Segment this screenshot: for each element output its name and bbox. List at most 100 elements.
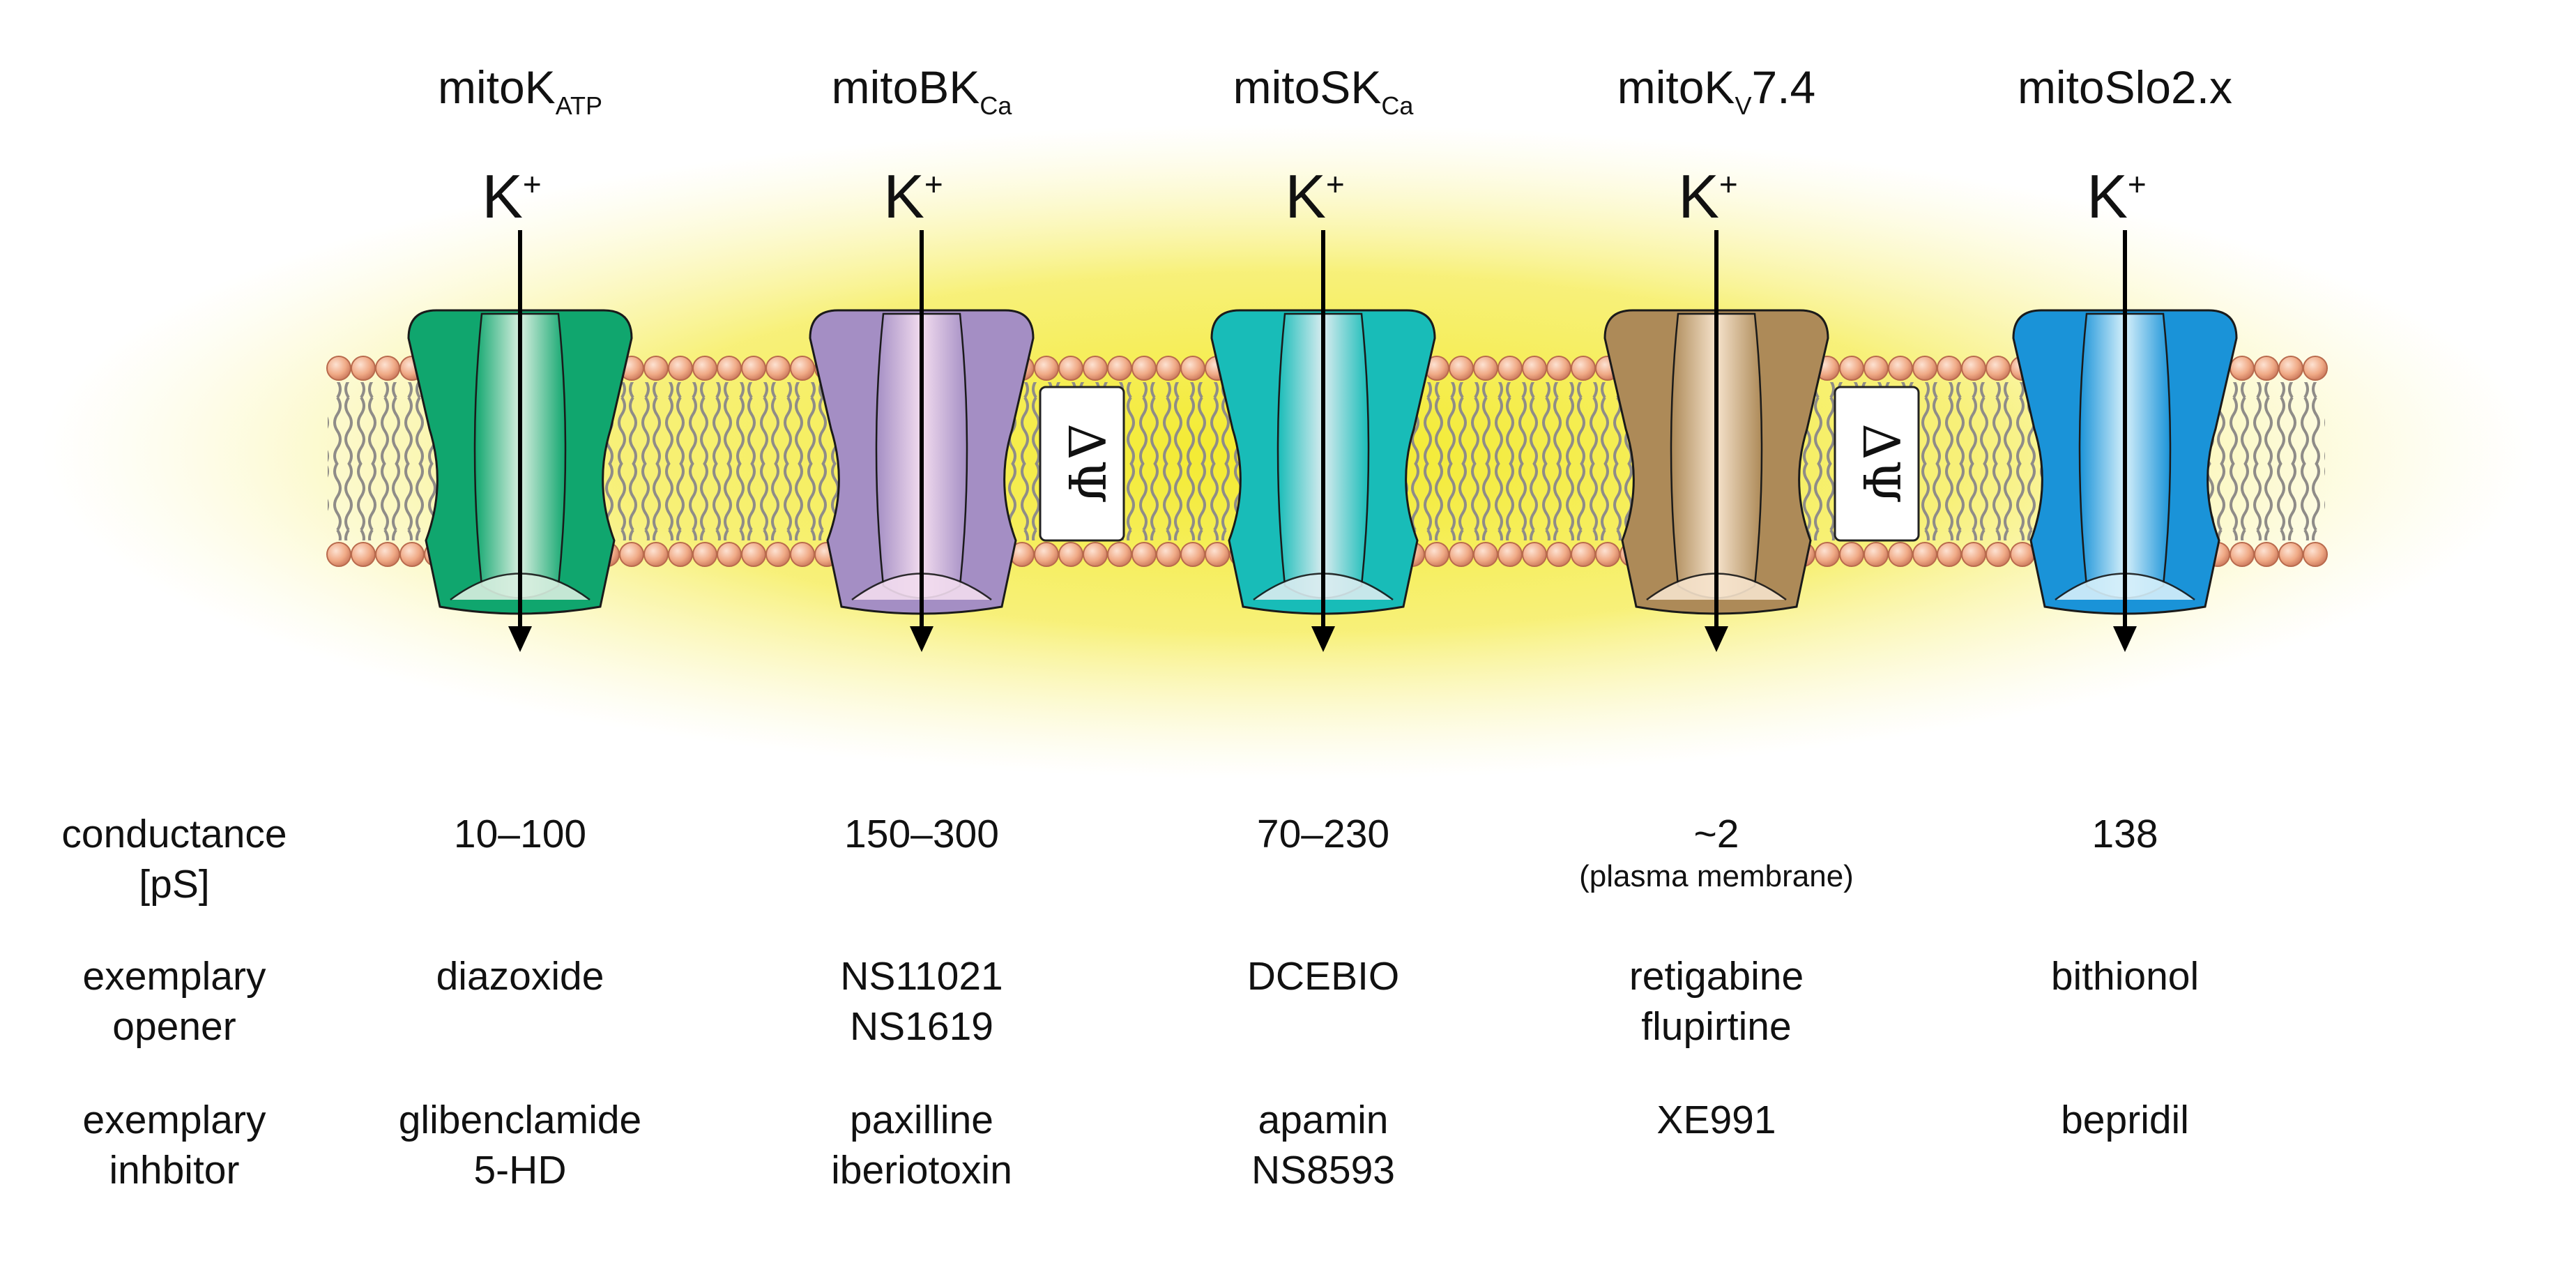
ion-label: K+ (482, 162, 542, 231)
lipid-head (1937, 356, 1962, 381)
table-cell: bithionol (2050, 954, 2200, 999)
ion-symbol: K (2087, 162, 2128, 231)
channels-group: K+mitoKATPK+mitoBKCaΔΨK+mitoSKCaK+mitoKV… (407, 61, 2238, 652)
lipid-head (1107, 356, 1132, 381)
lipid-head (2303, 542, 2328, 567)
lipid-head (1522, 356, 1547, 381)
lipid-head (1205, 542, 1230, 567)
lipid-head (1034, 356, 1059, 381)
ion-label: K+ (2087, 162, 2147, 231)
lipid-head (1864, 356, 1889, 381)
table-cell: 70–230 (1256, 812, 1390, 856)
table-cell: DCEBIO (1247, 954, 1400, 999)
lipid-head (1034, 542, 1059, 567)
membrane-potential-symbol: ΔΨ (1057, 423, 1115, 503)
ion-symbol: K (1678, 162, 1719, 231)
table-cell: diazoxide (436, 954, 604, 999)
lipid-head (326, 542, 351, 567)
ion-charge: + (1326, 166, 1345, 202)
lipid-head (765, 356, 791, 381)
lipid-head (1571, 356, 1596, 381)
lipid-head (1449, 356, 1474, 381)
lipid-head (741, 356, 766, 381)
channel-name: mitoKV7.4 (1617, 61, 1815, 120)
lipid-head (351, 356, 376, 381)
lipid-head (1058, 356, 1083, 381)
lipid-head (2278, 356, 2303, 381)
lipid-head (1497, 542, 1523, 567)
channel-3: K+mitoSKCa (1210, 61, 1436, 652)
lipid-head (2303, 356, 2328, 381)
membrane-potential-box (1834, 386, 1920, 542)
table-cell: 150–300 (844, 812, 999, 856)
lipid-head (1180, 356, 1205, 381)
ion-charge: + (2128, 166, 2147, 202)
lipid-head (692, 356, 717, 381)
row-label: conductance[pS] (61, 812, 287, 907)
channel-name: mitoBKCa (832, 61, 1013, 120)
ion-symbol: K (883, 162, 924, 231)
table-cell: XE991 (1656, 1098, 1776, 1142)
lipid-head (375, 542, 400, 567)
lipid-head (1912, 356, 1937, 381)
lipid-head (717, 356, 742, 381)
lipid-head (1424, 542, 1449, 567)
lipid-head (1522, 542, 1547, 567)
lipid-head (1571, 542, 1596, 567)
channel-1: K+ mitoKATP (407, 61, 633, 652)
arrow-head (1311, 626, 1335, 652)
membrane-potential-box (1039, 386, 1125, 542)
lipid-head (2254, 542, 2279, 567)
arrow-head (508, 626, 532, 652)
ion-symbol: K (482, 162, 523, 231)
lipid-head (1180, 542, 1205, 567)
lipid-head (1839, 356, 1864, 381)
lipid-head (790, 542, 815, 567)
lipid-head (1497, 356, 1523, 381)
arrow-head (2113, 626, 2137, 652)
lipid-head (692, 542, 717, 567)
channel-5: K+mitoSlo2.x (2012, 61, 2238, 652)
lipid-head (1961, 356, 1986, 381)
lipid-head (643, 356, 669, 381)
lipid-head (1986, 542, 2011, 567)
lipid-head (1449, 542, 1474, 567)
lipid-head (790, 356, 815, 381)
lipid-head (1961, 542, 1986, 567)
ion-label: K+ (1285, 162, 1345, 231)
lipid-head (741, 542, 766, 567)
lipid-head (1083, 542, 1108, 567)
lipid-head (1864, 542, 1889, 567)
table-cell: 10–100 (453, 812, 587, 856)
membrane-potential-symbol: ΔΨ (1852, 423, 1910, 503)
channel-4: K+ mitoKV7.4ΔΨ (1603, 61, 1920, 652)
table-cell: bepridil (2061, 1098, 2189, 1142)
arrow-head (1705, 626, 1728, 652)
lipid-head (2278, 542, 2303, 567)
ion-label: K+ (1678, 162, 1738, 231)
lipid-head (1131, 356, 1157, 381)
lipid-head (2010, 542, 2035, 567)
lipid-head (765, 542, 791, 567)
table-cell: ~2(plasma membrane) (1563, 809, 1870, 894)
lipid-head (643, 542, 669, 567)
ion-symbol: K (1285, 162, 1326, 231)
lipid-head (2230, 356, 2255, 381)
lipid-head (668, 542, 693, 567)
lipid-head (1473, 542, 1498, 567)
channel-name: mitoKATP (438, 61, 602, 120)
lipid-head (1912, 542, 1937, 567)
lipid-head (2230, 542, 2255, 567)
lipid-head (717, 542, 742, 567)
lipid-head (668, 356, 693, 381)
lipid-head (1839, 542, 1864, 567)
ion-label: K+ (883, 162, 943, 231)
table-cell: 138 (2091, 812, 2158, 856)
lipid-head (619, 542, 644, 567)
